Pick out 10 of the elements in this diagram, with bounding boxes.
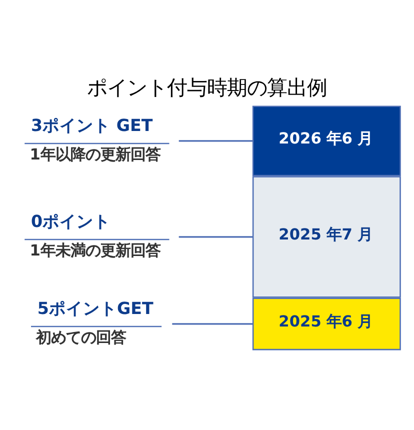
node-box: 2026 年6 月 [252,105,401,176]
connector [178,236,253,238]
node-text: 0ポイント 1年未満の更新回答 [30,212,160,260]
connector [172,322,253,324]
diagram-title: ポイント付与時期の算出例 [87,75,327,100]
node-box: 2025 年7 月 [252,176,401,298]
node-box: 2025 年6 月 [252,297,401,350]
connector [178,140,253,142]
node-text: 3ポイント GET 1年以降の更新回答 [30,116,160,164]
node-text: 5ポイントGET 初めての回答 [36,298,154,346]
